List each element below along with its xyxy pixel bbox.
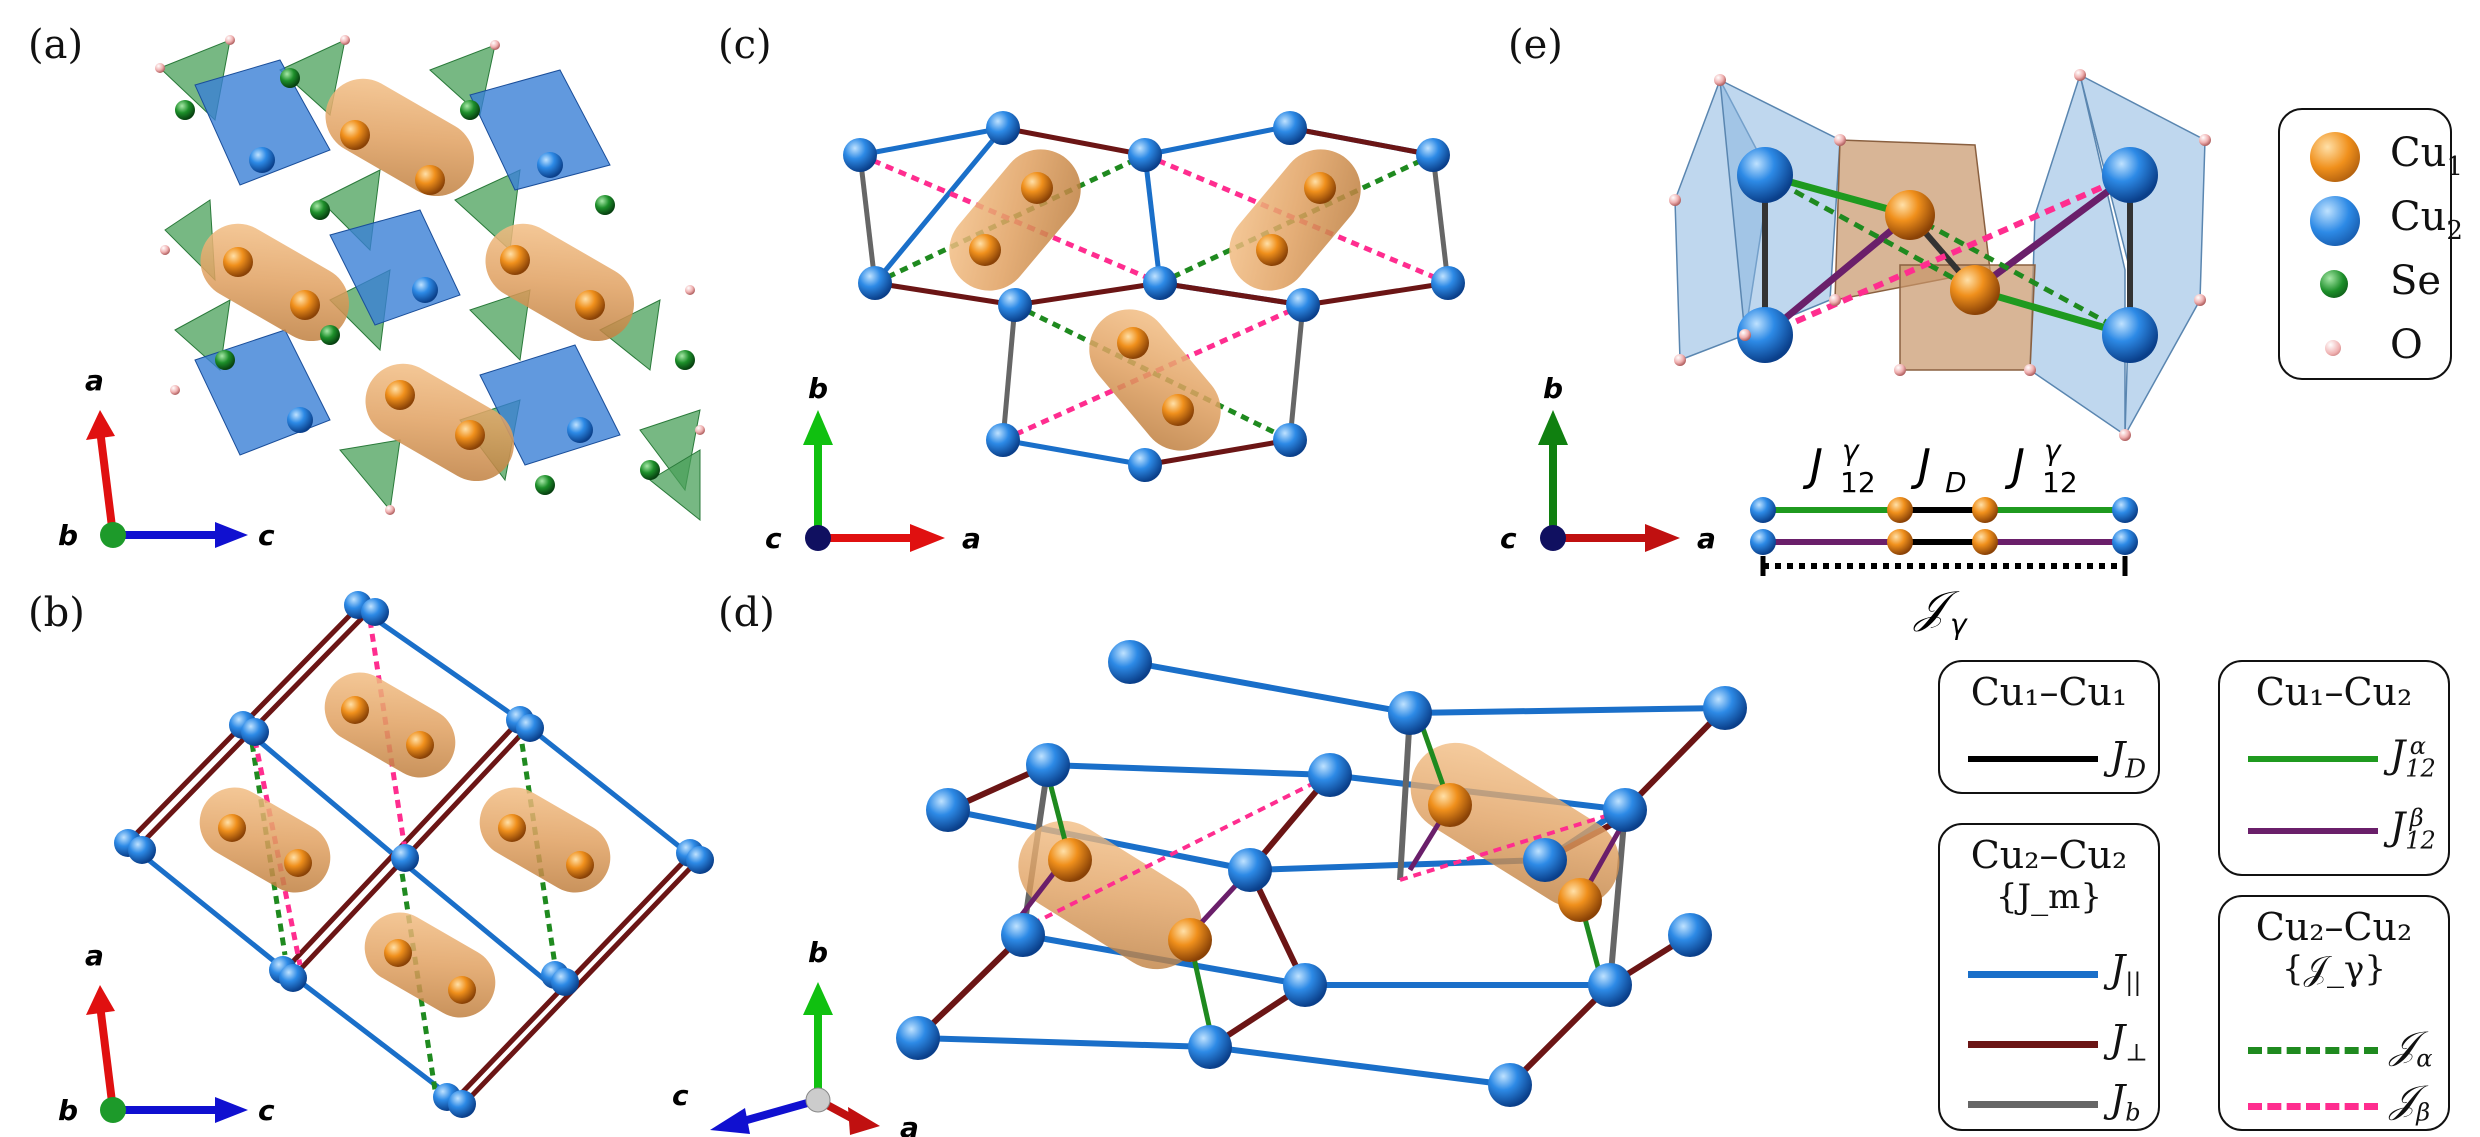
legend-j12-beta-swatch	[2248, 828, 2378, 834]
legend-j-beta-swatch	[2248, 1103, 2378, 1110]
axis-label-a-panel-e: a	[1697, 522, 1716, 555]
atom-legend-cu1-sub: 1	[2446, 152, 2463, 182]
chain-label-j12-left-sup: γ	[1842, 434, 1860, 467]
legend-j-alpha-label: 𝒥	[2390, 1023, 2417, 1067]
panel-b-axes	[86, 985, 248, 1123]
legend-cu2-cu2-m: Cu₂–Cu₂ {J_m} J|| J⊥ Jb	[1938, 823, 2160, 1131]
axis-label-a-panel-d: a	[900, 1111, 919, 1137]
legend-cu1-cu2: Cu₁–Cu₂ J12α J12β	[2218, 660, 2450, 876]
atom-legend-se: Se	[2280, 242, 2450, 304]
chain-label-j12-right-sub: 12	[2042, 466, 2078, 499]
legend-cu2-cu2-gamma-title: Cu₂–Cu₂	[2255, 905, 2413, 949]
axis-label-b-panel-a: b	[58, 519, 78, 552]
axis-label-c-panel-c: c	[765, 522, 782, 555]
legend-cu2-cu2-m-subtitle: {J_m}	[1995, 877, 2103, 917]
axis-label-c-panel-d: c	[672, 1079, 689, 1112]
axis-label-b-panel-e: b	[1543, 372, 1563, 405]
axis-label-c-panel-e: c	[1500, 522, 1517, 555]
cu2-atom-icon	[2310, 196, 2360, 246]
atom-legend-cu2-label: Cu	[2390, 194, 2447, 240]
axis-label-b-panel-d: b	[808, 936, 828, 969]
chain-label-jd: J	[1910, 440, 1931, 491]
axis-label-a-panel-a: a	[85, 364, 104, 397]
legend-j-beta-label: 𝒥	[2390, 1077, 2417, 1121]
legend-j-alpha-swatch	[2248, 1047, 2378, 1054]
panel-b-structure	[86, 591, 714, 1123]
atom-legend: Cu1 Cu2 Se O	[2278, 108, 2463, 380]
legend-cu2-cu2-gamma-subtitle: {𝒥_γ}	[2281, 949, 2387, 989]
legend-jd-swatch	[1968, 756, 2098, 762]
atom-legend-se-label: Se	[2390, 258, 2442, 304]
legend-j-parallel-sub: ||	[2125, 968, 2142, 997]
legend-j-b-sub: b	[2125, 1098, 2141, 1127]
legend-cu2-cu2-gamma: Cu₂–Cu₂ {𝒥_γ} 𝒥α 𝒥β	[2218, 895, 2450, 1131]
atom-legend-cu2: Cu2	[2280, 178, 2463, 246]
legend-j-beta-sub: β	[2416, 1098, 2431, 1127]
panel-label-b: (b)	[28, 590, 85, 636]
panel-label-c: (c)	[718, 22, 772, 68]
legend-j12-beta-label: J	[2390, 804, 2406, 849]
legend-j12-alpha-sup: α	[2409, 732, 2426, 760]
legend-j12-beta-sup: β	[2409, 804, 2424, 832]
legend-cu1-cu1: Cu₁–Cu₁ JD	[1938, 660, 2160, 794]
cu1-atom-icon	[2310, 132, 2360, 182]
o-atom-icon	[2325, 340, 2341, 356]
panel-label-d: (d)	[718, 590, 775, 636]
panel-d-axes	[710, 982, 880, 1135]
legend-j-perp-label: J	[2110, 1017, 2126, 1061]
panel-d-structure	[710, 640, 1747, 1135]
panel-e-axes	[1538, 410, 1680, 552]
chain-label-jgamma-sub: γ	[1950, 608, 1968, 641]
atom-legend-cu1-label: Cu	[2390, 130, 2447, 176]
legend-j12-alpha-swatch	[2248, 756, 2378, 762]
legend-j-parallel-swatch	[1968, 971, 2098, 978]
panel-e-structure	[1538, 69, 2211, 576]
axis-label-c-panel-a: c	[258, 519, 275, 552]
legend-j-b-label: J	[2110, 1077, 2126, 1121]
se-atom-icon	[2320, 270, 2348, 298]
axis-label-a-panel-c: a	[962, 522, 981, 555]
legend-j-parallel-label: J	[2110, 947, 2126, 991]
legend-jd-label: J	[2110, 734, 2126, 778]
panel-label-a: (a)	[28, 22, 84, 68]
chain-label-j12-left-sub: 12	[1840, 466, 1876, 499]
legend-j-alpha-sub: α	[2416, 1044, 2433, 1073]
atom-legend-o: O	[2280, 306, 2450, 368]
legend-cu1-cu2-title: Cu₁–Cu₂	[2255, 670, 2413, 714]
axis-label-a-panel-b: a	[85, 939, 104, 972]
legend-j-b-swatch	[1968, 1101, 2098, 1108]
panel-c-axes	[803, 410, 945, 552]
atom-legend-cu2-sub: 2	[2446, 216, 2463, 246]
chain-label-j12-left: J	[1802, 440, 1823, 491]
chain-label-j12-right: J	[2004, 440, 2025, 491]
axis-label-b-panel-c: b	[808, 372, 828, 405]
legend-cu2-cu2-m-title: Cu₂–Cu₂	[1970, 833, 2128, 877]
panel-a-axes	[86, 410, 248, 548]
axis-label-b-panel-b: b	[58, 1094, 78, 1127]
legend-j12-beta-sub: 12	[2405, 826, 2436, 855]
chain-schematic	[1750, 497, 2138, 576]
legend-j12-alpha-label: J	[2390, 732, 2406, 777]
atom-legend-cu1: Cu1	[2280, 114, 2463, 182]
legend-jd-sub: D	[2125, 754, 2147, 785]
legend-j-perp-swatch	[1968, 1041, 2098, 1048]
panel-label-e: (e)	[1508, 22, 1563, 68]
legend-j-perp-sub: ⊥	[2125, 1038, 2148, 1067]
chain-label-j12-right-sup: γ	[2044, 434, 2062, 467]
chain-label-jd-sub: D	[1945, 466, 1967, 499]
panel-a-structure	[86, 35, 705, 548]
legend-j12-alpha-sub: 12	[2405, 754, 2436, 783]
legend-cu1-cu1-title: Cu₁–Cu₁	[1970, 670, 2128, 714]
panel-c-structure	[803, 111, 1465, 552]
axis-label-c-panel-b: c	[258, 1094, 275, 1127]
atom-legend-o-label: O	[2390, 322, 2423, 368]
